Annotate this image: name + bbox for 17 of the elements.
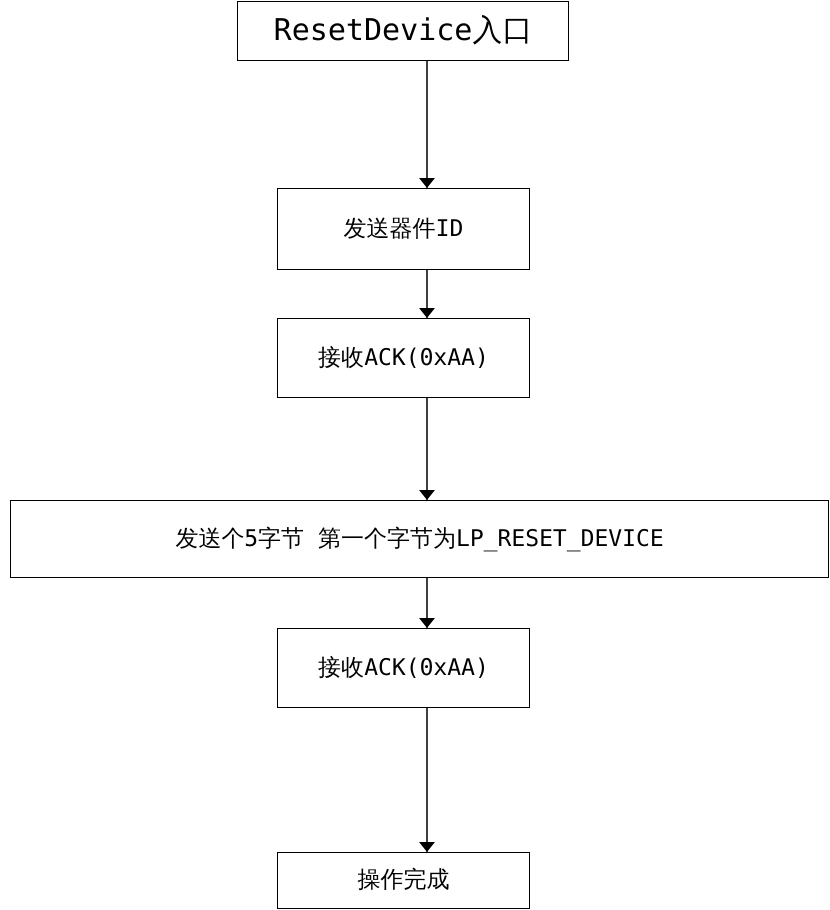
box-label: 接收ACK(0xAA) [318,344,489,372]
arrow [419,61,435,188]
process-box [277,188,530,270]
process-box [277,628,530,708]
process-box [277,852,530,909]
box-label: 接收ACK(0xAA) [318,654,489,682]
arrow [419,398,435,500]
arrow [419,708,435,852]
box-label: 发送个5字节 第一个字节为LP_RESET_DEVICE [175,524,664,554]
arrow [419,270,435,318]
box-label: ResetDevice入口 [274,12,532,50]
process-box [277,318,530,398]
process-box [237,1,569,61]
box-label: 发送器件ID [344,214,464,244]
process-box [10,500,829,578]
arrow [419,578,435,628]
box-label: 操作完成 [358,866,450,895]
